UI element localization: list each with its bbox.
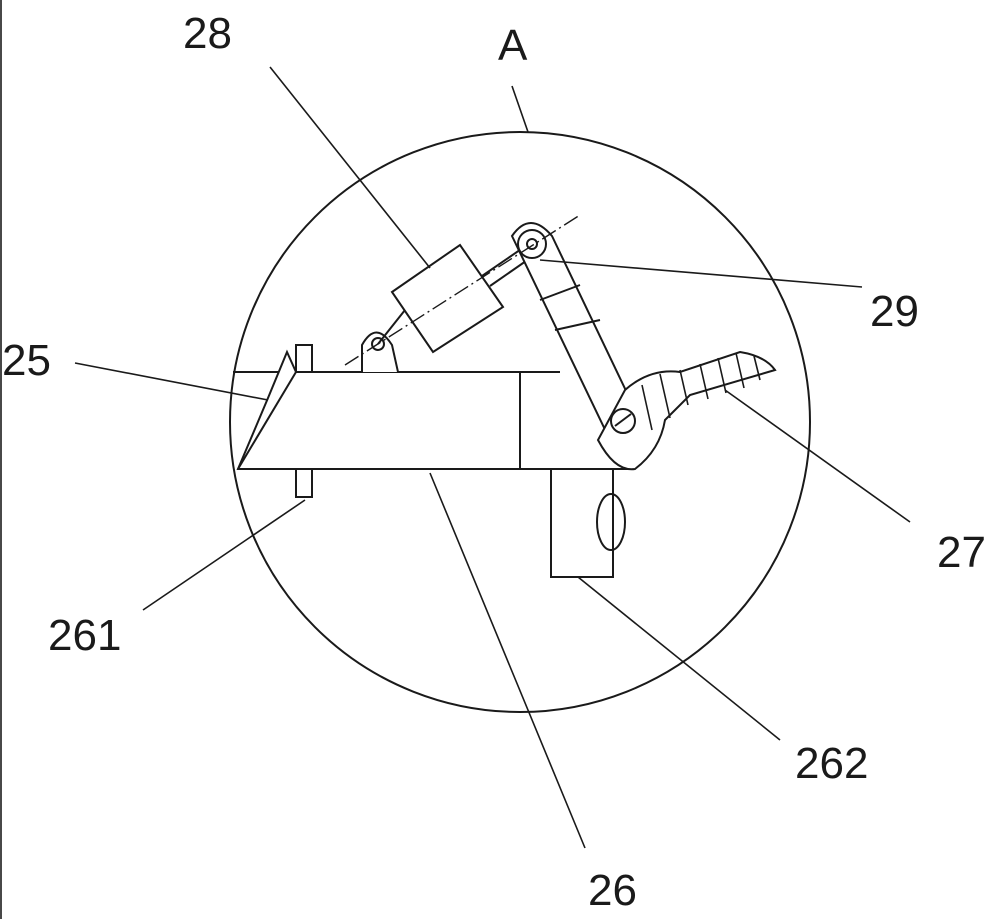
view-label-A: A bbox=[498, 21, 528, 70]
callout-25: 25 bbox=[2, 336, 51, 385]
leader-A bbox=[512, 86, 528, 132]
cylinder-28 bbox=[378, 243, 536, 352]
callout-262: 262 bbox=[795, 739, 868, 788]
callout-29: 29 bbox=[870, 287, 919, 336]
leader-262 bbox=[578, 577, 780, 740]
callout-26: 26 bbox=[588, 866, 637, 915]
leader-29 bbox=[540, 260, 862, 287]
callout-27: 27 bbox=[937, 528, 986, 577]
callout-261: 261 bbox=[48, 611, 121, 660]
cylinder-lower-lug bbox=[362, 333, 398, 373]
leader-25 bbox=[75, 363, 268, 400]
leader-27 bbox=[725, 390, 910, 522]
leader-28 bbox=[270, 67, 430, 268]
bracket-262 bbox=[551, 469, 625, 577]
jaw-27 bbox=[598, 352, 775, 469]
leader-261 bbox=[143, 500, 305, 610]
callout-28: 28 bbox=[183, 9, 232, 58]
base-body bbox=[233, 352, 635, 469]
